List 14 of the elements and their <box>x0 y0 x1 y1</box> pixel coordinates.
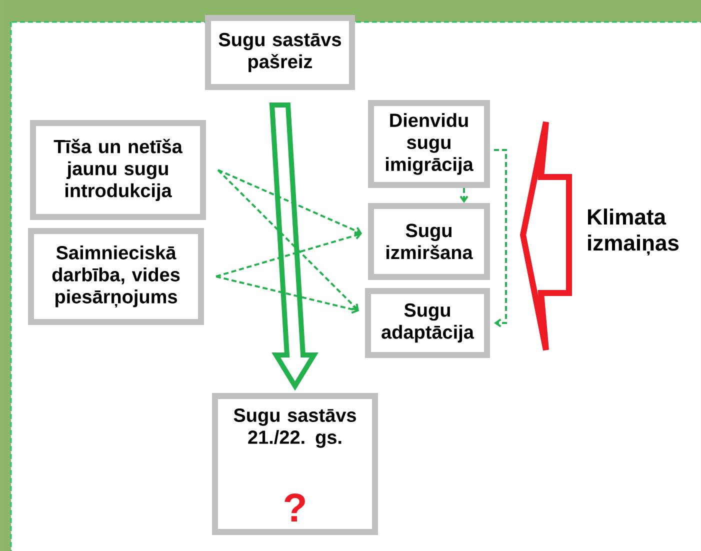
process-box: Sugu sastāvs pašreiz <box>205 15 355 90</box>
arrow <box>218 169 362 235</box>
process-box: Sugu sastāvs 21./22. gs. ? <box>212 392 378 535</box>
arrow <box>216 276 359 314</box>
process-box: Sugu adaptācija <box>365 288 490 358</box>
process-box: Sugu izmiršana <box>368 202 490 280</box>
arrow <box>460 188 468 203</box>
arrow <box>494 149 507 328</box>
arrow <box>216 231 362 278</box>
process-box: Tīša un netīša jaunu sugu introdukcija <box>30 120 206 220</box>
arrow <box>217 169 359 311</box>
process-box: Saimnieciskā darbība, vides piesārņojums <box>28 228 204 325</box>
label: Klimata izmaiņas <box>588 208 679 256</box>
process-box: Dienvidu sugu imigrācija <box>368 100 490 188</box>
